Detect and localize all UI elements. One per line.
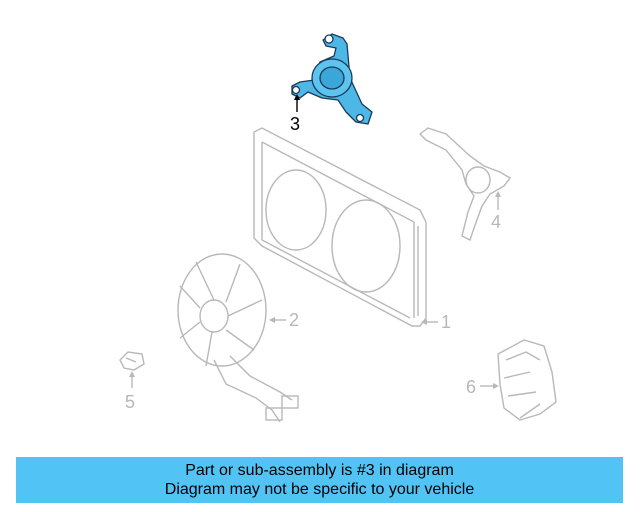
parts-diagram: 3 1 4 2 5 6 (119, 33, 557, 423)
callout-6-label: 6 (466, 377, 476, 397)
part-5-sensor (119, 351, 145, 371)
banner-line-2: Diagram may not be specific to your vehi… (164, 481, 475, 498)
part-2-fan (177, 253, 299, 423)
callout-2-label: 2 (289, 310, 299, 330)
banner-line-1: Part or sub-assembly is #3 in diagram (185, 462, 454, 479)
part-1-fan-shroud (253, 127, 427, 327)
part-3-fan-bracket[interactable] (291, 33, 373, 125)
part-4-bracket (418, 127, 512, 241)
callout-5-label: 5 (125, 392, 135, 412)
callout-3-arrow (294, 94, 300, 100)
callout-3-label: 3 (290, 114, 300, 134)
callout-1-label: 1 (441, 312, 451, 332)
callout-4-label: 4 (491, 212, 501, 232)
part-6-air-duct (497, 339, 557, 421)
info-banner: Part or sub-assembly is #3 in diagram Di… (16, 457, 623, 503)
